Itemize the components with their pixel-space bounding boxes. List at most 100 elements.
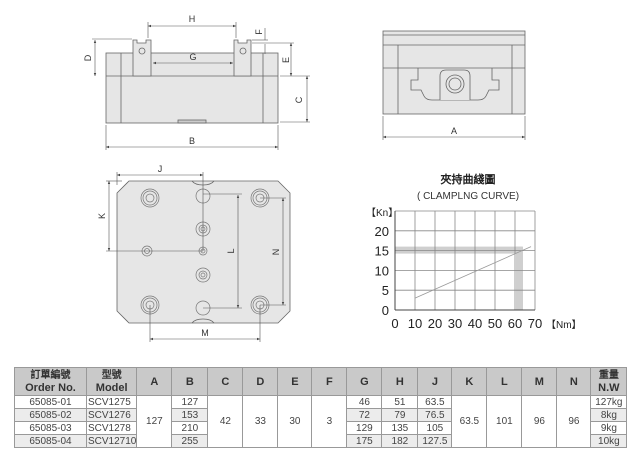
table-cell: 65085-03 — [14, 421, 87, 435]
table-cell: 105 — [417, 421, 453, 435]
table-cell: 65085-04 — [14, 434, 87, 448]
front-dimensions — [92, 22, 310, 150]
table-cell: 63.5 — [417, 395, 453, 409]
x-tick-label: 70 — [528, 316, 542, 331]
table-cell: SCV12710 — [85, 434, 138, 448]
table-cell: 182 — [381, 434, 419, 448]
y-tick-label: 20 — [375, 224, 389, 239]
table-cell: 101 — [486, 395, 523, 448]
x-tick-label: 50 — [488, 316, 502, 331]
table-cell: 65085-01 — [14, 395, 87, 409]
table-cell: 210 — [171, 421, 209, 435]
highlight-band-horizontal — [395, 246, 522, 254]
dim-label-f: F — [254, 29, 264, 35]
x-tick-label: 0 — [391, 316, 398, 331]
table-cell: SCV1278 — [85, 421, 138, 435]
bolt-hole-icon — [140, 188, 160, 208]
column-header: C — [207, 367, 244, 396]
table-cell: 175 — [346, 434, 383, 448]
table-cell: 8kg — [590, 408, 628, 422]
chart-ylabel: 【Kn】 — [366, 207, 398, 219]
dim-label-h: H — [189, 14, 196, 24]
dim-label-g: G — [189, 52, 196, 62]
column-header: K — [451, 367, 488, 396]
table-cell: 30 — [277, 395, 313, 448]
table-cell: 129 — [346, 421, 383, 435]
y-tick-label: 0 — [382, 303, 389, 318]
column-header: A — [136, 367, 173, 396]
table-cell: 33 — [242, 395, 279, 448]
dim-label-n: N — [271, 249, 281, 256]
table-cell: 46 — [346, 395, 383, 409]
column-header: G — [346, 367, 383, 396]
table-cell: 127.5 — [417, 434, 453, 448]
table-cell: 3 — [311, 395, 348, 448]
table-cell: 127 — [136, 395, 173, 448]
column-header: F — [311, 367, 348, 396]
column-header: H — [381, 367, 419, 396]
column-header: M — [521, 367, 558, 396]
table-cell: 96 — [556, 395, 592, 448]
top-view — [116, 180, 291, 324]
column-header: E — [277, 367, 313, 396]
x-tick-label: 30 — [448, 316, 462, 331]
dim-label-l: L — [226, 248, 236, 253]
x-tick-label: 20 — [428, 316, 442, 331]
dim-label-m: M — [201, 328, 209, 338]
side-view — [382, 30, 526, 115]
table-cell: SCV1275 — [85, 395, 138, 409]
table-cell: 79 — [381, 408, 419, 422]
table-cell: 10kg — [590, 434, 628, 448]
table-cell: 135 — [381, 421, 419, 435]
side-dimensions — [382, 116, 526, 140]
table-cell: 96 — [521, 395, 558, 448]
highlight-band-vertical — [516, 246, 523, 310]
column-header: B — [171, 367, 209, 396]
table-cell: 72 — [346, 408, 383, 422]
column-header: N — [556, 367, 592, 396]
table-cell: 153 — [171, 408, 209, 422]
chart: 0 10 20 30 40 50 60 70 0 5 10 15 20 — [375, 210, 542, 331]
y-tick-label: 5 — [382, 283, 389, 298]
front-view — [105, 39, 279, 124]
chart-subtitle: ( CLAMPLNG CURVE) — [417, 191, 519, 202]
table-cell: SCV1276 — [85, 408, 138, 422]
table-cell: 42 — [207, 395, 244, 448]
table-cell: 255 — [171, 434, 209, 448]
table-cell: 127 — [171, 395, 209, 409]
dim-label-k: K — [97, 213, 107, 219]
x-tick-label: 60 — [508, 316, 522, 331]
dim-label-e: E — [281, 57, 291, 63]
table-cell: 63.5 — [451, 395, 488, 448]
dim-label-d: D — [83, 54, 93, 61]
y-tick-label: 10 — [375, 263, 389, 278]
dim-label-a: A — [451, 126, 457, 136]
table-cell: 9kg — [590, 421, 628, 435]
dim-label-j: J — [158, 164, 163, 174]
table-cell: 76.5 — [417, 408, 453, 422]
x-tick-label: 10 — [408, 316, 422, 331]
table-cell: 65085-02 — [14, 408, 87, 422]
column-header: L — [486, 367, 523, 396]
table-cell: 51 — [381, 395, 419, 409]
chart-title: 夾持曲綫圖 — [441, 172, 496, 186]
table-cell: 127kg — [590, 395, 628, 409]
series-line — [414, 246, 532, 299]
x-tick-label: 40 — [468, 316, 482, 331]
y-tick-label: 15 — [375, 244, 389, 259]
dim-label-c: C — [294, 96, 304, 103]
column-header: D — [242, 367, 279, 396]
dim-label-b: B — [189, 136, 195, 146]
top-dimensions — [106, 172, 286, 342]
column-header: J — [417, 367, 453, 396]
